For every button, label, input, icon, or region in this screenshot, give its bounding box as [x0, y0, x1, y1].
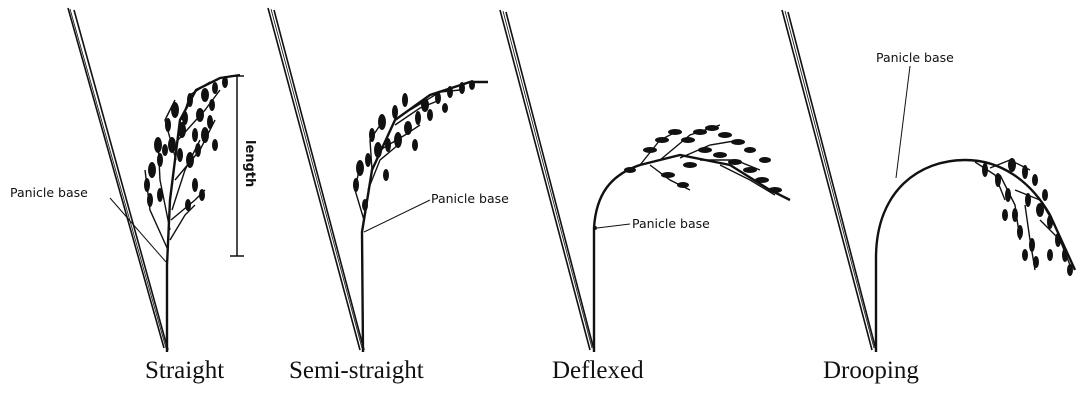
flag-leaf-deflexed: [500, 10, 594, 350]
length-scale: [230, 76, 244, 256]
grains-drooping: [982, 158, 1073, 276]
annotation-leader-straight: [110, 198, 166, 262]
flag-leaf-semi-straight: [268, 8, 364, 350]
plant-straight: length Panicle base: [10, 8, 257, 352]
flag-leaf-drooping: [782, 10, 876, 350]
panicle-base-point-deflexed: [593, 226, 597, 230]
type-label-drooping: Drooping: [823, 358, 919, 383]
annotation-leader-drooping: [896, 66, 910, 178]
panicle-base-label-straight: Panicle base: [10, 185, 88, 200]
plant-semi-straight: Panicle base: [268, 8, 509, 352]
type-label-deflexed: Deflexed: [552, 358, 644, 383]
panicle-base-label-drooping: Panicle base: [876, 50, 954, 65]
panicle-base-label-deflexed: Panicle base: [632, 216, 710, 231]
type-label-straight: Straight: [145, 358, 224, 383]
stem-deflexed: [594, 155, 790, 352]
panicle-deflexed: [640, 125, 775, 195]
length-label: length: [242, 140, 257, 187]
panicle-base-label-semi-straight: Panicle base: [431, 191, 509, 206]
type-label-semi-straight: Semi-straight: [289, 358, 424, 383]
flag-leaf-straight: [68, 8, 168, 350]
panicle-straight: [145, 82, 220, 250]
plant-deflexed: Panicle base: [500, 10, 790, 352]
annotation-leader-deflexed: [597, 224, 630, 228]
plant-drooping: Panicle base: [782, 10, 1075, 352]
annotation-leader-semi-straight: [364, 200, 430, 232]
stem-drooping: [876, 160, 1075, 352]
